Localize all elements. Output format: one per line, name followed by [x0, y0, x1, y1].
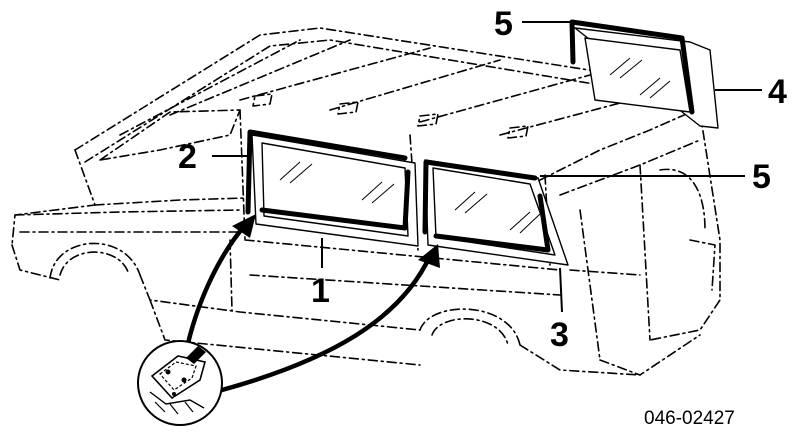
leader-lines — [212, 21, 762, 313]
callout-4: 4 — [768, 73, 787, 111]
part-2-moulding — [245, 129, 408, 215]
figure-code: 046-02427 — [644, 408, 735, 429]
vehicle-outline-icon — [11, 27, 721, 376]
part-1-front-side-glass — [251, 134, 419, 247]
callout-5-right: 5 — [752, 158, 771, 196]
callout-1: 1 — [311, 272, 330, 310]
callout-5-top: 5 — [494, 5, 513, 43]
part-5-upper-moulding — [569, 19, 695, 115]
callout-3: 3 — [550, 316, 569, 354]
part-5-rear-moulding — [422, 159, 538, 235]
part-1-lower-moulding — [259, 169, 411, 231]
adhesive-application-icon — [137, 340, 223, 426]
part-4-rear-quarter-glass — [574, 27, 719, 129]
part-3-lower-moulding — [433, 193, 551, 253]
callout-2: 2 — [178, 138, 197, 176]
adhesive-arrows — [183, 214, 440, 393]
